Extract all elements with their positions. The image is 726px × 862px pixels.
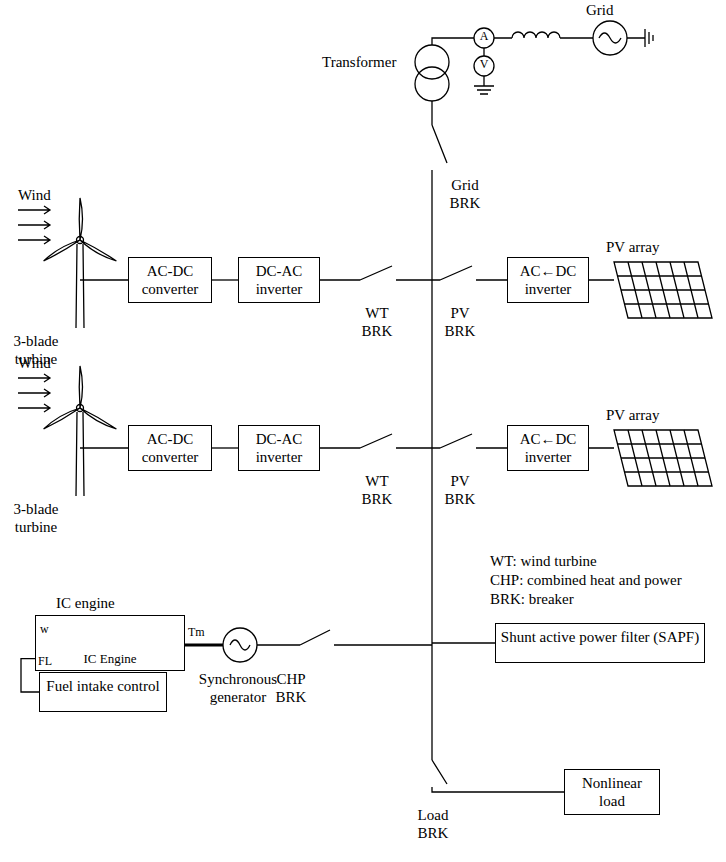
box-text: Fuel intake control <box>44 677 162 695</box>
box-text: AC-DC converter <box>133 262 207 298</box>
block-box: IC engineIC Engine <box>35 615 185 671</box>
block-box: AC←DC inverter <box>507 425 589 471</box>
diagram-label: Tm <box>188 625 205 639</box>
turbine-blade <box>80 408 116 429</box>
sine-symbol <box>230 640 250 650</box>
turbine-tower <box>76 244 84 328</box>
box-text: IC engine <box>56 594 115 612</box>
turbine-wire <box>80 279 130 280</box>
diagram-label: FL <box>38 654 52 668</box>
turbine-blade <box>79 198 82 240</box>
ac-bus <box>431 170 432 760</box>
box-text: Nonlinear load <box>569 774 655 810</box>
diagram-label: PV BRK <box>437 304 483 340</box>
transformer-winding <box>415 67 449 101</box>
pv-panel <box>614 262 712 318</box>
grid-wire <box>432 38 474 45</box>
turbine-wire <box>80 447 130 448</box>
grid-source <box>593 21 627 55</box>
diagram-label: WT: wind turbine <box>490 552 597 570</box>
chp-feeder <box>257 630 432 645</box>
diagram-label: WT BRK <box>354 304 400 340</box>
box-text: IC Engine <box>36 650 184 668</box>
turbine-blade <box>44 240 80 261</box>
pv-panel <box>614 430 712 486</box>
block-box: Fuel intake control <box>39 672 167 712</box>
diagram-label: CHP: combined heat and power <box>490 571 682 589</box>
diagram-label: Synchronous generator <box>188 670 288 706</box>
pv-cell-line <box>618 275 702 276</box>
diagram-label: 3-blade turbine <box>0 500 72 536</box>
turbine-tower <box>76 412 84 496</box>
wind-arrow <box>18 206 50 214</box>
block-box: AC-DC converter <box>128 257 212 303</box>
ground-symbol <box>627 29 653 47</box>
turbine-blade <box>80 240 116 261</box>
wind-arrow <box>18 236 50 244</box>
diagram-label: Transformer <box>322 53 396 71</box>
diagram-label: Wind <box>18 354 51 372</box>
diagram-label: PV array <box>606 406 659 424</box>
pv-cell-line <box>618 443 702 444</box>
diagram-label: BRK: breaker <box>490 590 574 608</box>
diagram-label: w <box>40 622 49 636</box>
box-text: AC-DC converter <box>133 430 207 466</box>
connector <box>212 279 238 280</box>
block-box: AC-DC converter <box>128 425 212 471</box>
diagram-label: Load BRK <box>408 806 458 842</box>
diagram-label: V <box>474 57 494 71</box>
wind-arrow <box>18 374 50 382</box>
grid-inductor <box>494 32 593 38</box>
turbine-blade <box>44 408 80 429</box>
grid-breaker <box>432 101 447 163</box>
block-box: DC-AC inverter <box>238 257 320 303</box>
engine-shaft <box>185 644 223 647</box>
diagram-label: Grid BRK <box>440 176 490 212</box>
diagram-label: CHP BRK <box>266 670 316 706</box>
meter-ground <box>474 48 494 94</box>
load-breaker <box>432 760 564 792</box>
connector <box>212 447 238 448</box>
box-text: DC-AC inverter <box>243 262 315 298</box>
box-text: AC←DC inverter <box>512 262 584 298</box>
box-text: Shunt active power filter (SAPF) <box>500 628 700 646</box>
wind-arrow <box>18 389 50 397</box>
transformer-winding <box>415 45 449 79</box>
pv-cell-line <box>625 471 709 472</box>
diagram-label: WT BRK <box>354 472 400 508</box>
diagram-label: A <box>474 29 494 43</box>
diagram-label: Wind <box>18 186 51 204</box>
pv-cell-line <box>621 457 705 458</box>
diagram-label: PV BRK <box>437 472 483 508</box>
voltmeter <box>474 56 494 76</box>
wind-arrow <box>18 221 50 229</box>
pv-cell-line <box>625 303 709 304</box>
box-text: AC←DC inverter <box>512 430 584 466</box>
sine-symbol <box>599 33 621 43</box>
synchronous-generator <box>223 628 257 662</box>
wind-arrow <box>18 404 50 412</box>
ammeter <box>474 28 494 48</box>
pv-cell-line <box>621 289 705 290</box>
diagram-label: PV array <box>606 238 659 256</box>
block-box: AC←DC inverter <box>507 257 589 303</box>
turbine-blade <box>79 366 82 408</box>
block-box: Nonlinear load <box>564 769 660 815</box>
diagram-label: Grid <box>586 1 614 19</box>
block-box: Shunt active power filter (SAPF) <box>495 623 705 663</box>
box-text: DC-AC inverter <box>243 430 315 466</box>
block-box: DC-AC inverter <box>238 425 320 471</box>
sapf-wire <box>432 642 495 643</box>
illustration-strokes <box>18 198 712 651</box>
